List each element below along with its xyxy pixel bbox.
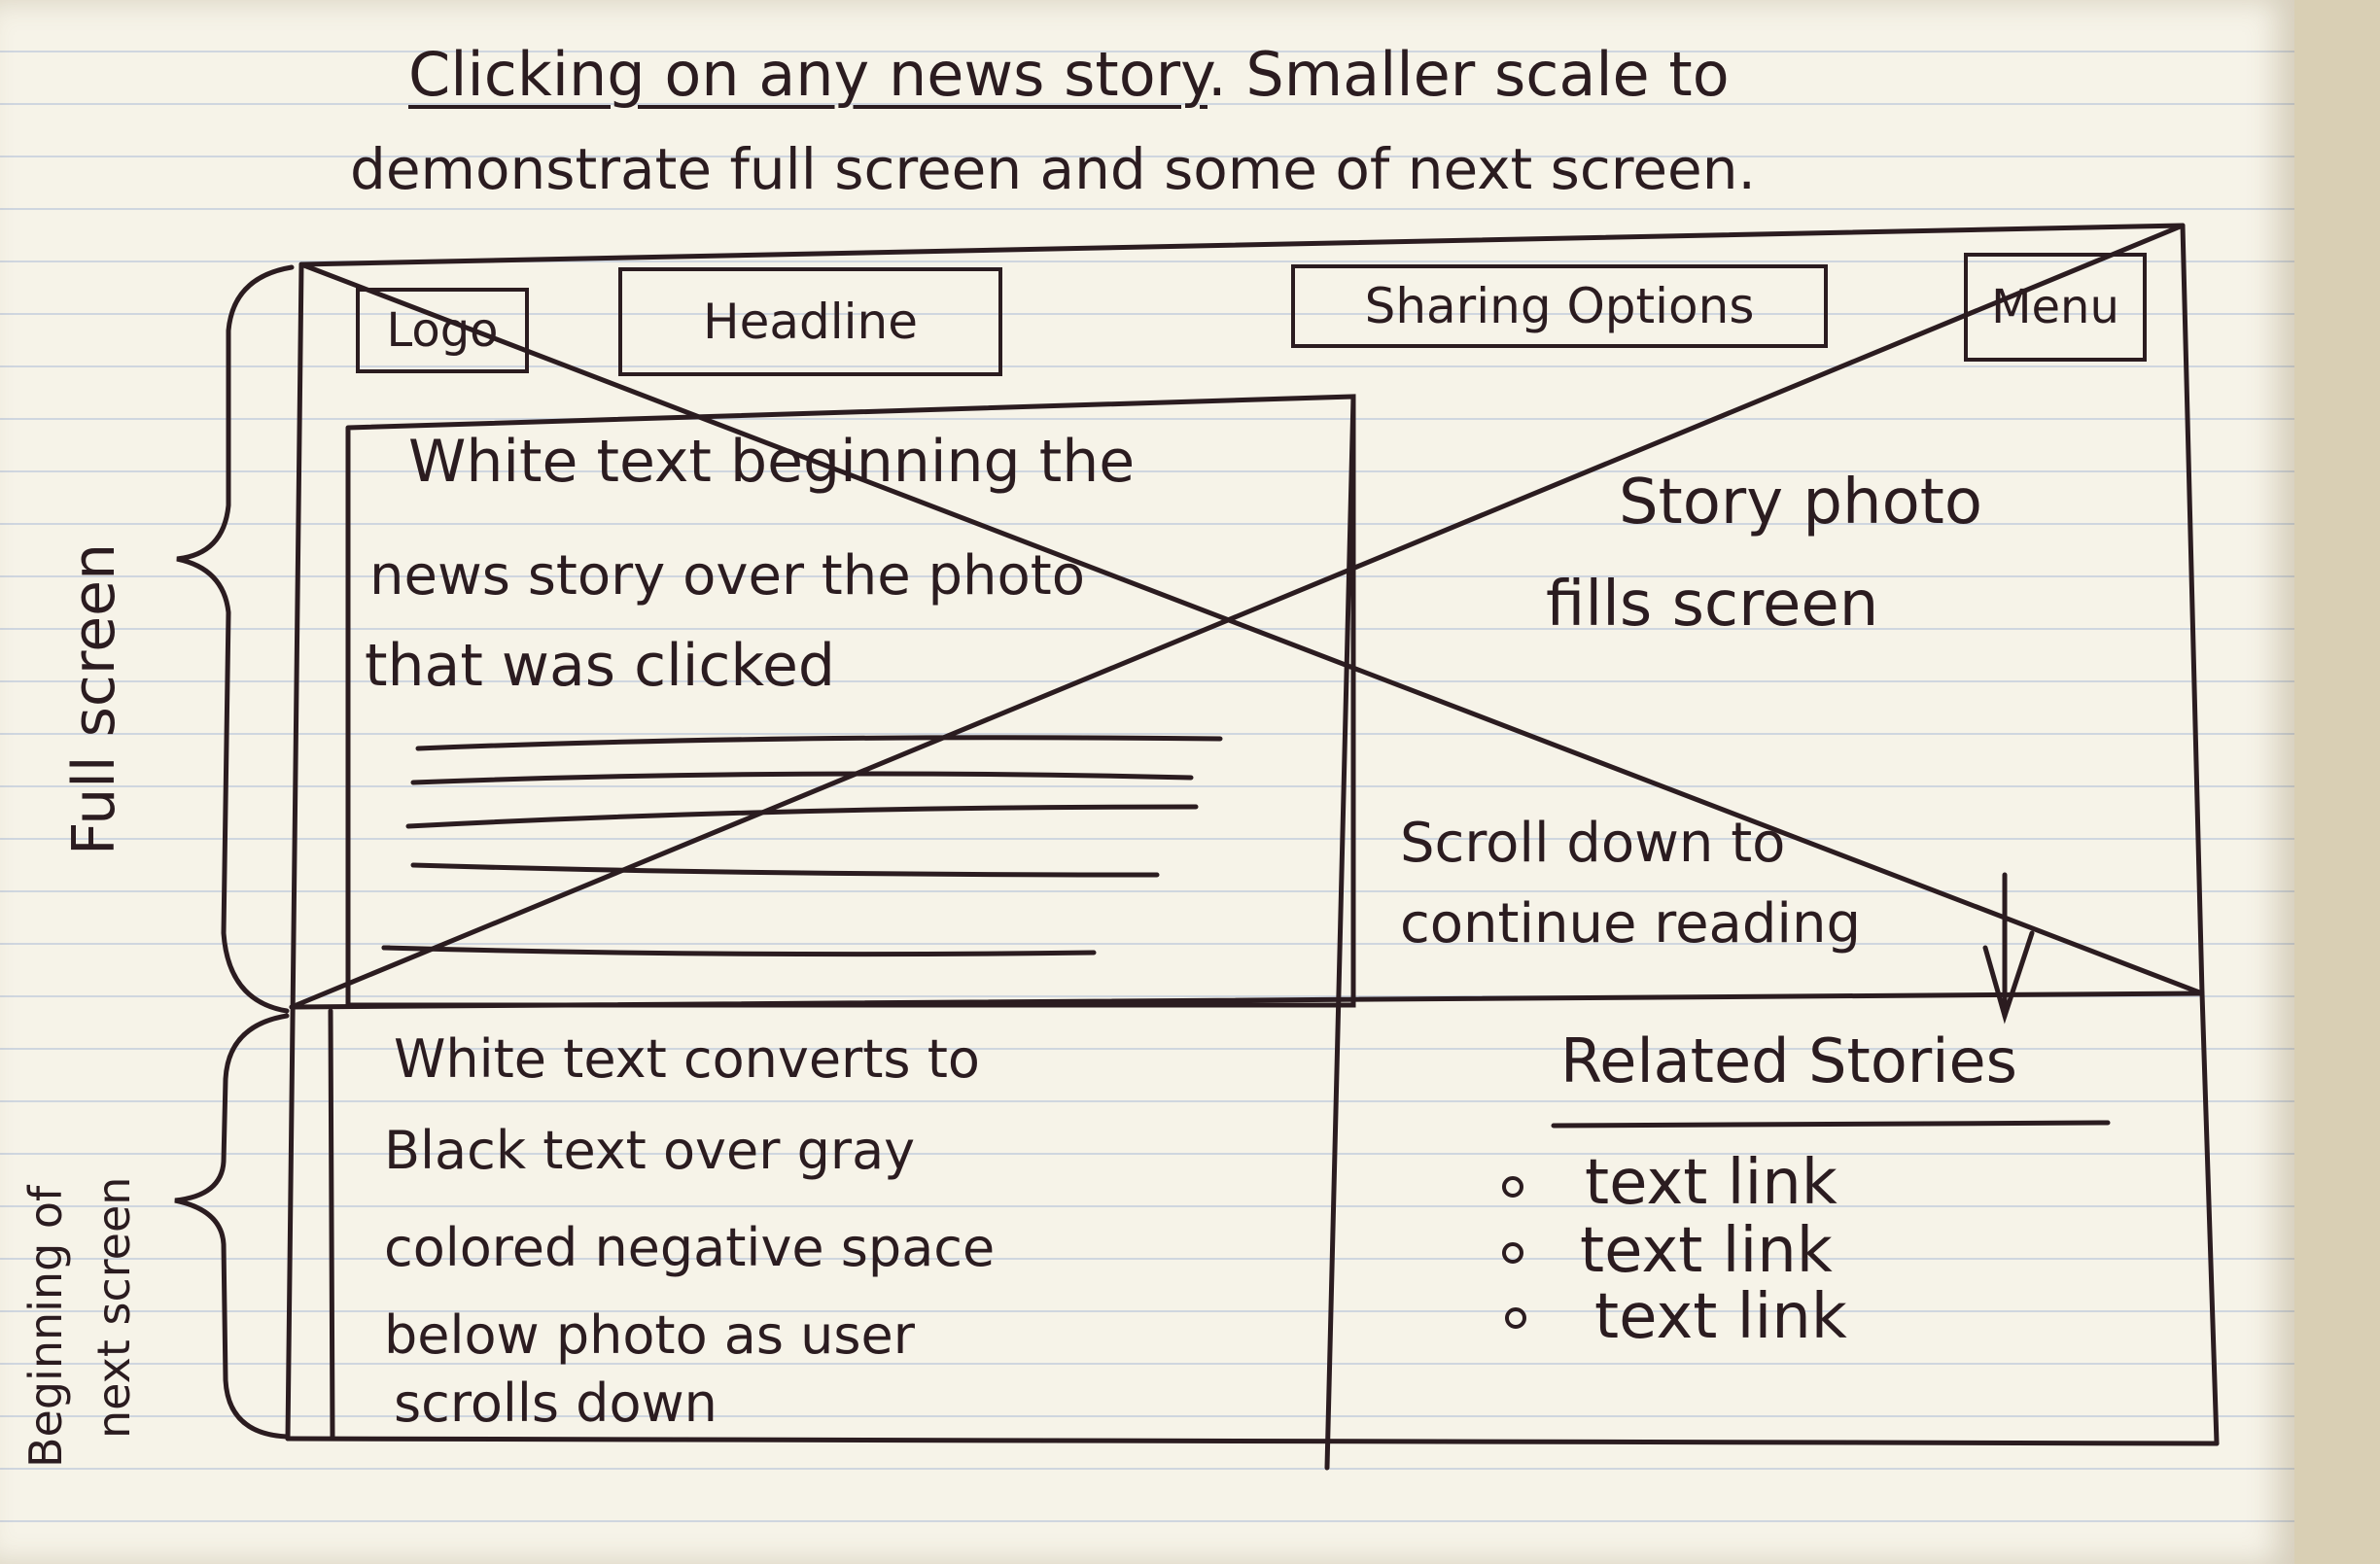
headline-label: Headline bbox=[703, 294, 918, 350]
text-panel bbox=[345, 394, 1356, 1008]
scroll-arrow-head bbox=[1982, 930, 2035, 1025]
white-text-line-2: news story over the photo bbox=[369, 544, 1085, 608]
related-stories-title: Related Stories bbox=[1560, 1025, 2017, 1096]
column-divider bbox=[1324, 394, 1356, 1471]
note-underlined: Clicking on any news story bbox=[408, 39, 1208, 110]
scribble-1 bbox=[415, 735, 1223, 751]
converts-line-2: Black text over gray bbox=[384, 1120, 916, 1181]
related-link-3[interactable]: text link bbox=[1594, 1281, 1847, 1353]
menu-box[interactable]: Menu bbox=[1964, 253, 2147, 362]
scribble-2 bbox=[410, 771, 1194, 785]
logo-box[interactable]: Logo bbox=[356, 288, 529, 373]
photo-caption-line-2: fills screen bbox=[1546, 569, 1879, 641]
logo-label: Logo bbox=[386, 303, 499, 358]
lower-inner-left bbox=[328, 1008, 335, 1440]
bullet-icon bbox=[1502, 1242, 1523, 1264]
next-screen-label-1: Beginning of bbox=[19, 1185, 72, 1468]
related-underline bbox=[1551, 1120, 2111, 1129]
converts-line-5: scrolls down bbox=[394, 1373, 718, 1434]
note-rest: . Smaller scale to bbox=[1207, 39, 1730, 110]
frame-top bbox=[298, 223, 2186, 267]
scribble-4 bbox=[410, 862, 1160, 878]
converts-line-4: below photo as user bbox=[384, 1304, 915, 1366]
related-link-2[interactable]: text link bbox=[1580, 1215, 1833, 1287]
menu-label: Menu bbox=[1991, 280, 2119, 334]
brace-next-screen bbox=[174, 1013, 290, 1440]
photo-caption-line-1: Story photo bbox=[1619, 467, 1982, 539]
white-text-line-1: White text beginning the bbox=[408, 428, 1136, 496]
sharing-options-box[interactable]: Sharing Options bbox=[1291, 264, 1828, 348]
related-link-1[interactable]: text link bbox=[1585, 1147, 1838, 1219]
full-screen-label: Full screen bbox=[60, 542, 128, 855]
bullet-icon bbox=[1505, 1307, 1526, 1329]
sharing-options-label: Sharing Options bbox=[1364, 278, 1755, 334]
white-text-line-3: that was clicked bbox=[365, 632, 836, 700]
frame-right-lower bbox=[2199, 991, 2220, 1446]
photo-x-1 bbox=[298, 261, 2205, 996]
converts-line-3: colored negative space bbox=[384, 1217, 996, 1278]
notebook-spine bbox=[2294, 0, 2380, 1564]
converts-line-1: White text converts to bbox=[394, 1028, 980, 1090]
headline-box[interactable]: Headline bbox=[618, 267, 1002, 376]
scribble-5 bbox=[381, 945, 1097, 957]
frame-left bbox=[285, 261, 304, 1442]
next-screen-label-2: next screen bbox=[88, 1176, 140, 1439]
scroll-hint-line-1: Scroll down to bbox=[1400, 812, 1786, 875]
note-line-1: Clicking on any news story. Smaller scal… bbox=[408, 39, 1730, 110]
bullet-icon bbox=[1502, 1176, 1523, 1198]
photo-x-2 bbox=[289, 223, 2186, 1010]
frame-bottom bbox=[285, 1436, 2220, 1446]
scribble-3 bbox=[405, 804, 1199, 829]
brace-full-screen bbox=[176, 264, 295, 1014]
note-line-2: demonstrate full screen and some of next… bbox=[350, 136, 1756, 202]
frame-right bbox=[2180, 223, 2205, 996]
scroll-hint-line-2: continue reading bbox=[1400, 892, 1862, 956]
